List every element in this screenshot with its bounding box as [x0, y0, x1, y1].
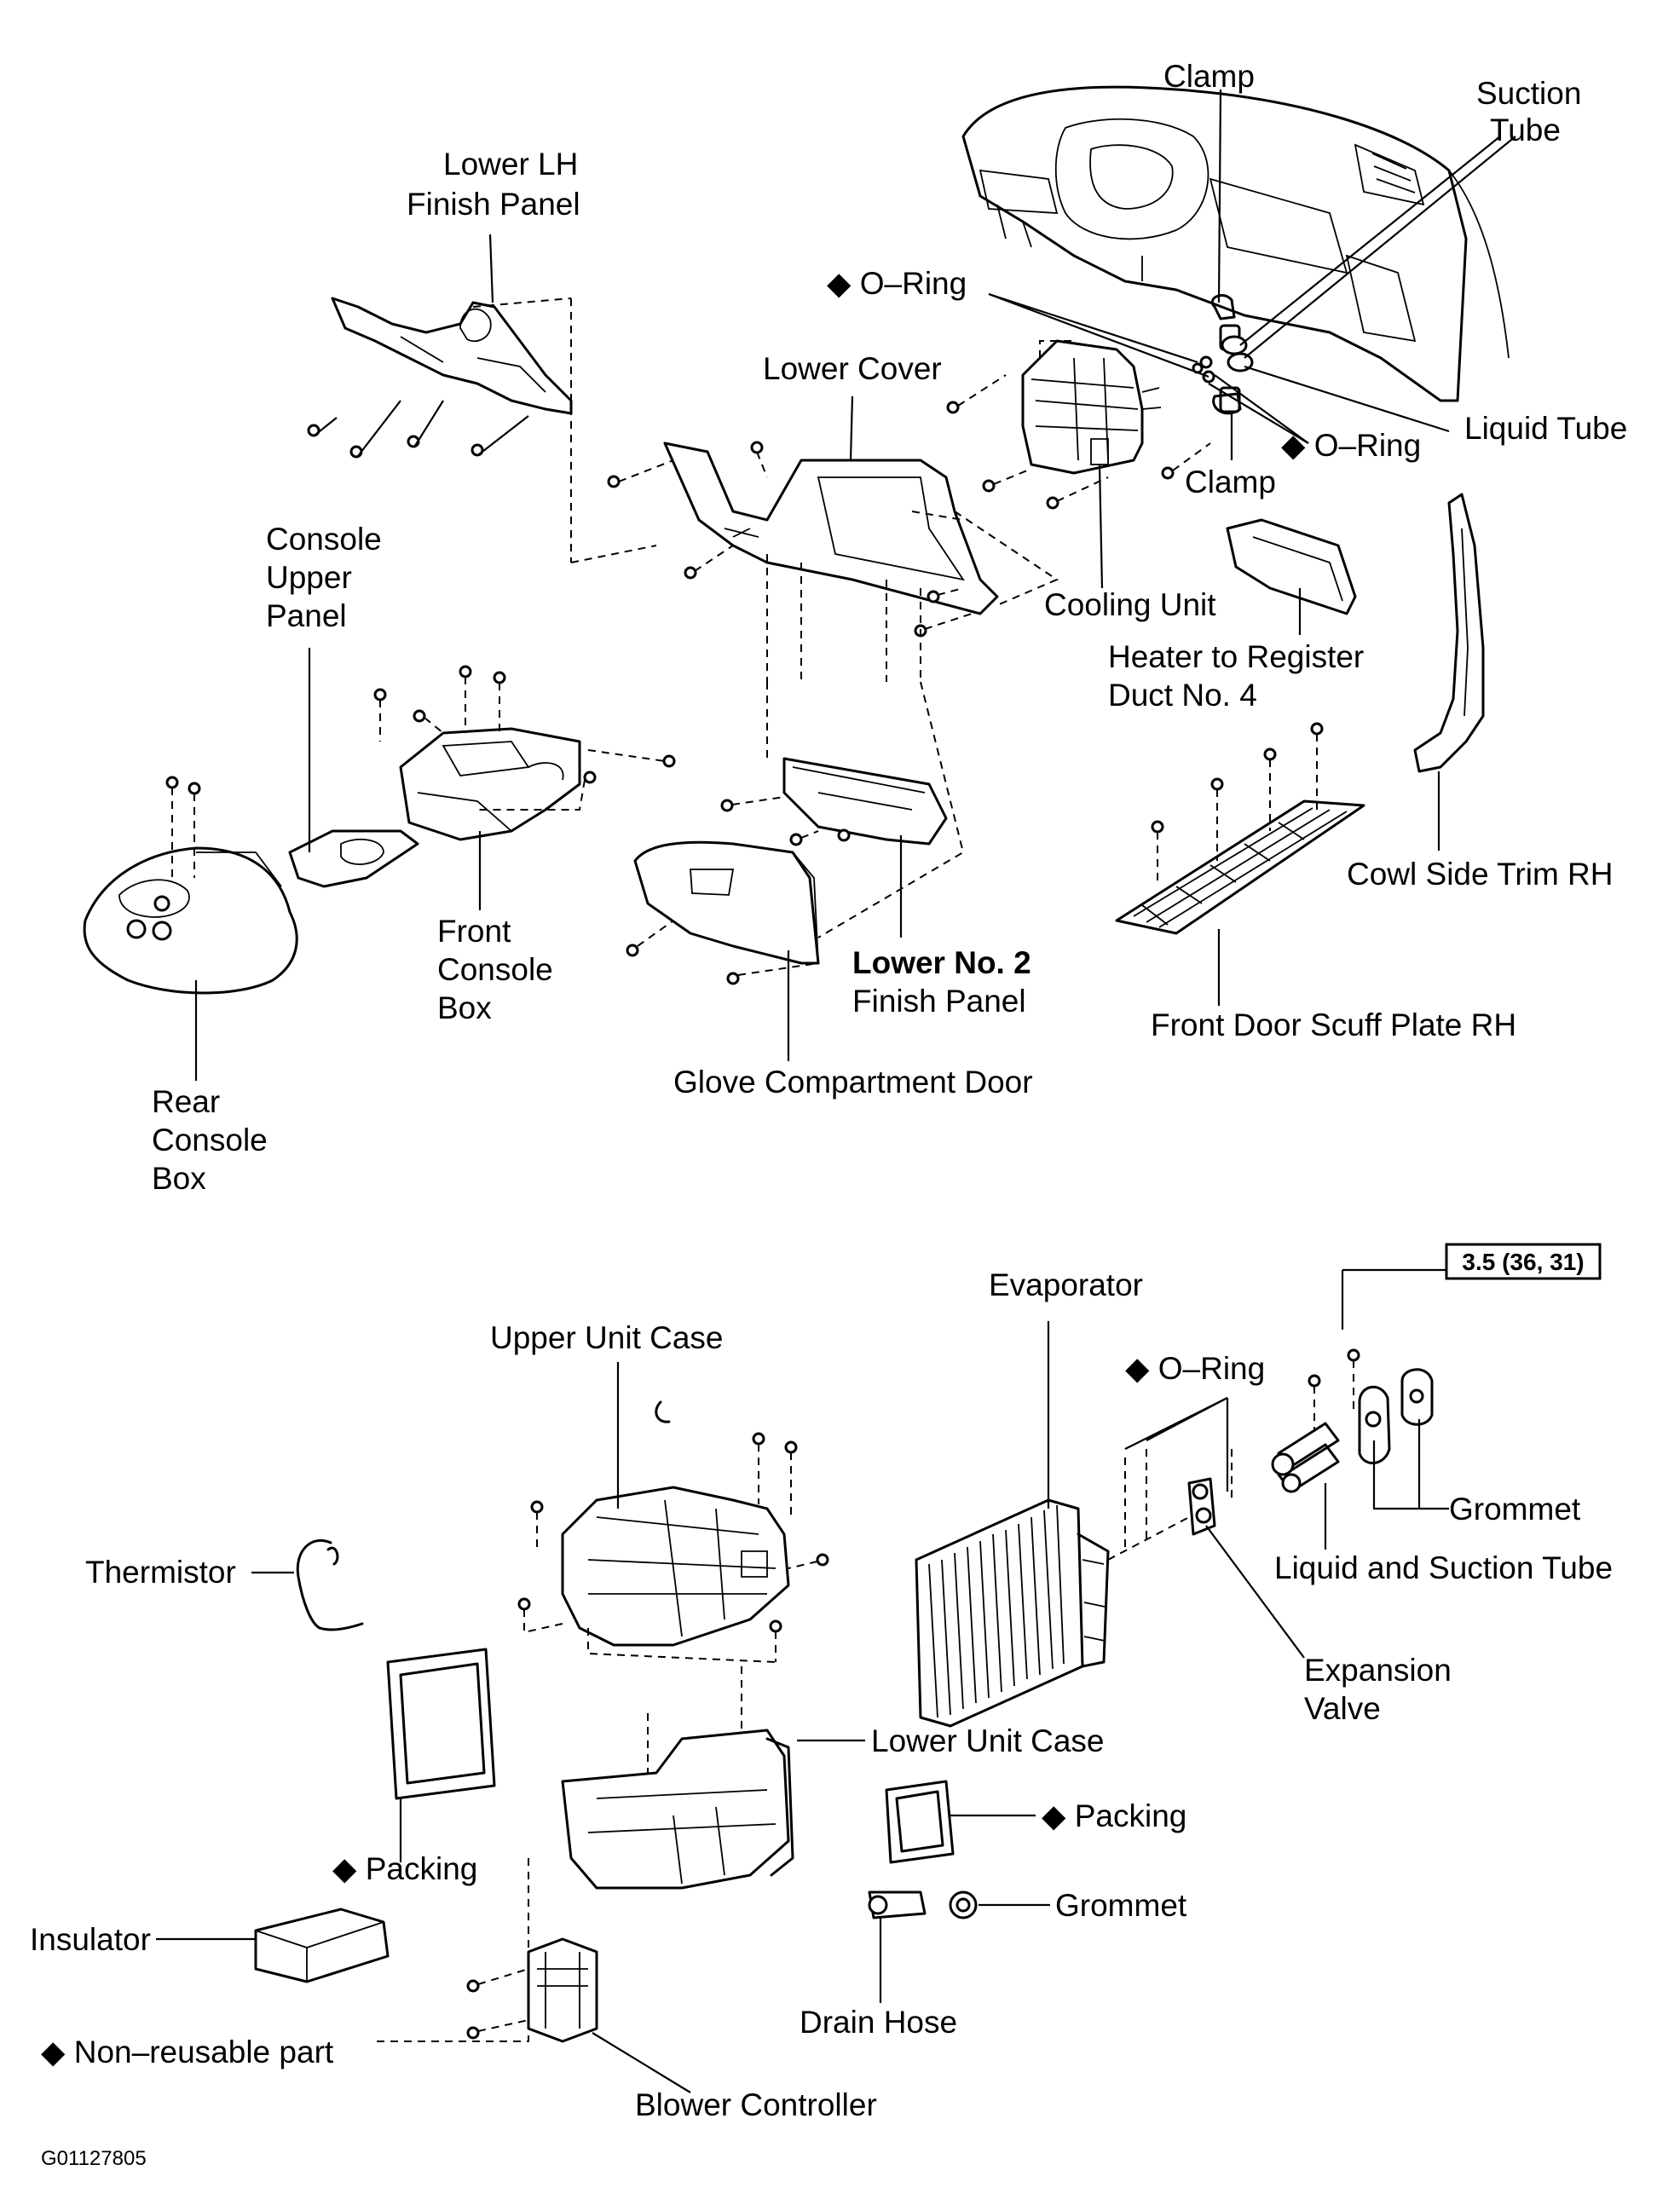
grommet-top-drawings [1358, 1368, 1434, 1464]
label-suction-tube-line1: Suction [1476, 76, 1581, 111]
label-lower-no2-line1: Lower No. 2 [852, 945, 1031, 980]
non-reusable-diamond-icon: ◆ [1281, 428, 1306, 463]
label-grommet-top: Grommet [1449, 1492, 1581, 1527]
label-clamp-mid: Clamp [1185, 465, 1276, 499]
expansion-valve-drawing [1107, 1449, 1233, 1561]
rear-console-box-drawing [83, 776, 298, 995]
label-oring-top: ◆ O–Ring [827, 266, 967, 301]
non-reusable-diamond-icon: ◆ [332, 1851, 357, 1886]
labels: Clamp Suction Tube Lower LH Finish Panel… [30, 59, 1627, 2170]
label-heater-duct-line1: Heater to Register [1108, 639, 1364, 674]
label-front-console-line1: Front [437, 914, 511, 949]
liquid-and-suction-tube-drawing [1271, 1348, 1360, 1493]
label-glove-door: Glove Compartment Door [673, 1065, 1033, 1100]
label-cowl-side-trim: Cowl Side Trim RH [1347, 857, 1614, 892]
clamp-drawings [1211, 294, 1242, 415]
lower-unit-case-drawing [375, 1666, 794, 2042]
thermistor-drawing [296, 1538, 364, 1631]
insulator-drawing [254, 1908, 390, 1983]
label-lower-cover: Lower Cover [763, 351, 942, 386]
label-front-console-line2: Console [437, 952, 553, 987]
label-insulator: Insulator [30, 1922, 151, 1957]
label-console-upper-line3: Panel [266, 598, 347, 633]
lower-no2-finish-panel-drawing [720, 681, 965, 938]
evaporator-drawing [915, 1498, 1110, 1728]
label-scuff-plate: Front Door Scuff Plate RH [1151, 1007, 1516, 1042]
non-reusable-diamond-icon: ◆ [1125, 1351, 1150, 1386]
top-leader-lines [194, 89, 1516, 1081]
label-thermistor: Thermistor [85, 1555, 236, 1590]
label-evaporator: Evaporator [989, 1267, 1143, 1302]
blower-controller-drawing [466, 1937, 598, 2043]
drain-hose-drawing [868, 1890, 927, 1919]
label-blower-controller: Blower Controller [635, 2087, 877, 2122]
label-rear-console-line1: Rear [152, 1084, 220, 1119]
front-door-scuff-plate-drawing [1115, 722, 1365, 935]
figure-code: G01127805 [41, 2147, 147, 2170]
label-clamp-top: Clamp [1163, 59, 1255, 94]
label-packing-left: ◆ Packing [332, 1851, 477, 1886]
label-console-upper-line2: Upper [266, 560, 352, 595]
suction-and-liquid-tube-fittings [1192, 324, 1254, 413]
label-cooling-unit: Cooling Unit [1044, 587, 1216, 622]
label-lower-lh-line1: Lower LH [443, 147, 578, 182]
label-suction-tube-line2: Tube [1490, 113, 1561, 147]
label-oring-right: ◆ O–Ring [1281, 428, 1421, 463]
lower-cover-drawing [607, 441, 1059, 682]
label-expansion-line2: Valve [1304, 1691, 1381, 1726]
label-liquid-suction: Liquid and Suction Tube [1274, 1550, 1613, 1585]
glove-compartment-door-drawing [626, 840, 820, 985]
upper-unit-case-drawing [517, 1400, 829, 1663]
label-lower-no2-line2: Finish Panel [852, 984, 1026, 1019]
cooling-unit-drawing [946, 339, 1211, 510]
non-reusable-diamond-icon: ◆ [827, 266, 852, 301]
label-expansion-line1: Expansion [1304, 1653, 1452, 1688]
label-non-reusable-legend: ◆ Non–reusable part [41, 2035, 334, 2069]
cowl-side-trim-drawing [1413, 493, 1485, 773]
label-packing-right: ◆ Packing [1042, 1798, 1186, 1833]
front-console-box-drawing [373, 665, 676, 841]
torque-spec-box [1445, 1243, 1602, 1280]
label-rear-console-line2: Console [152, 1123, 268, 1157]
bottom-leader-lines [156, 1268, 1449, 2093]
label-drain-hose: Drain Hose [800, 2005, 957, 2040]
grommet-bottom-drawing [949, 1890, 978, 1919]
label-rear-console-line3: Box [152, 1161, 206, 1196]
label-console-upper-line1: Console [266, 522, 382, 557]
heater-to-register-duct-drawing [1226, 518, 1357, 615]
torque-spec-value: 3.5 (36, 31) [1462, 1249, 1584, 1275]
non-reusable-diamond-icon: ◆ [41, 2035, 66, 2069]
non-reusable-diamond-icon: ◆ [1042, 1798, 1066, 1833]
label-grommet-bottom: Grommet [1055, 1888, 1187, 1923]
console-upper-panel-drawing [288, 829, 419, 888]
packing-right-drawing [885, 1780, 955, 1864]
lower-lh-finish-panel-drawing [307, 297, 657, 563]
label-liquid-tube: Liquid Tube [1464, 411, 1627, 446]
label-upper-unit-case: Upper Unit Case [490, 1320, 724, 1355]
label-front-console-line3: Box [437, 990, 492, 1025]
label-oring-evap: ◆ O–Ring [1125, 1351, 1265, 1386]
packing-left-drawing [386, 1648, 496, 1800]
label-heater-duct-line2: Duct No. 4 [1108, 678, 1257, 713]
label-lower-lh-line2: Finish Panel [407, 187, 580, 222]
instrument-panel-drawing [961, 85, 1510, 402]
label-lower-unit-case: Lower Unit Case [871, 1723, 1105, 1758]
